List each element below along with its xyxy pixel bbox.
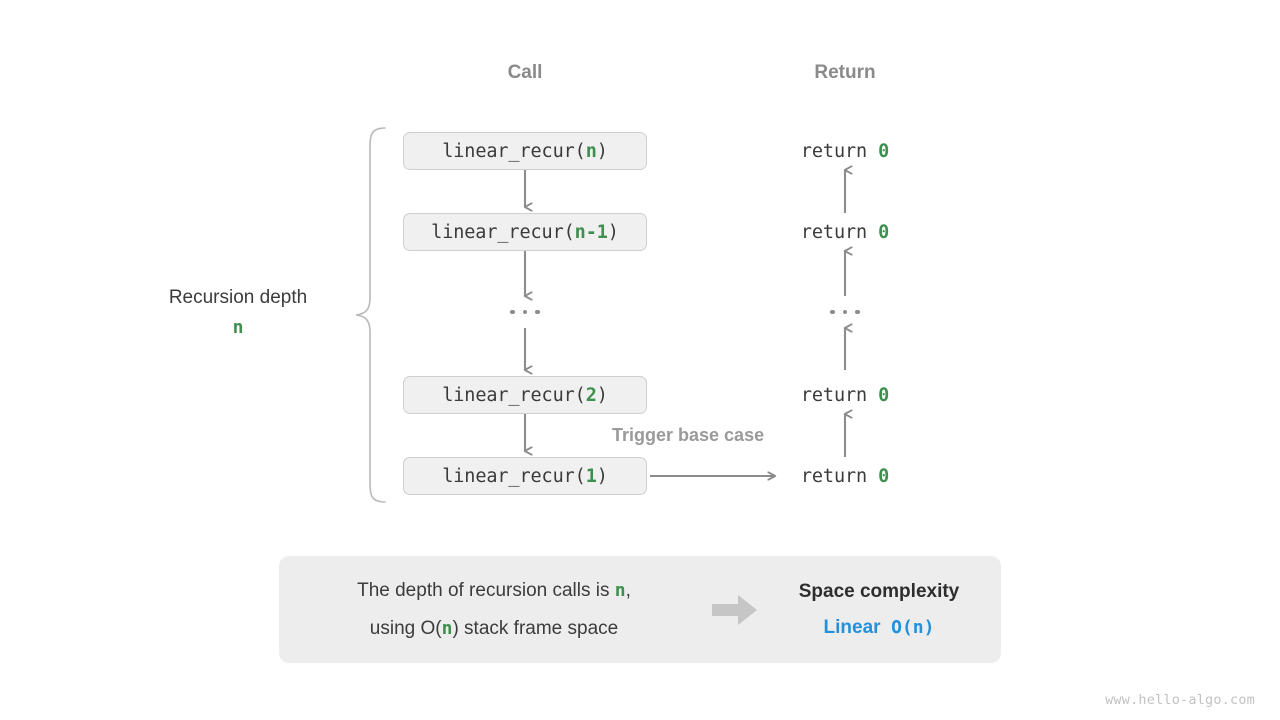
column-header-call: Call	[507, 62, 543, 83]
watermark: www.hello-algo.com	[1105, 692, 1255, 708]
summary-description: The depth of recursion calls is n, using…	[279, 572, 699, 646]
call-frame-code: linear_recur(2)	[442, 384, 608, 406]
call-frame-code: linear_recur(1)	[442, 465, 608, 487]
recursion-depth-value: n	[232, 317, 244, 339]
return-statement: return 0	[723, 132, 967, 170]
return-ellipsis	[723, 302, 967, 322]
summary-arrow-wrap	[699, 594, 771, 626]
return-statement: return 0	[723, 213, 967, 251]
return-statement-code: return 0	[800, 140, 890, 162]
space-complexity-title: Space complexity	[798, 580, 960, 602]
return-statement-code: return 0	[800, 384, 890, 406]
dot-icon	[535, 309, 540, 315]
summary-panel: The depth of recursion calls is n, using…	[279, 556, 1001, 663]
call-frame-box[interactable]: linear_recur(2)	[403, 376, 647, 414]
summary-line-2: using O(n) stack frame space	[369, 617, 619, 639]
recursion-depth-label: Recursion depth	[168, 287, 308, 308]
call-frame-box[interactable]: linear_recur(n-1)	[403, 213, 647, 251]
dot-icon	[830, 309, 835, 315]
call-frame-code: linear_recur(n)	[442, 140, 608, 162]
summary-line-1: The depth of recursion calls is n,	[357, 580, 631, 602]
right-block-arrow-icon	[712, 594, 757, 625]
dot-icon	[522, 309, 528, 315]
return-statement-code: return 0	[800, 221, 890, 243]
summary-result: Space complexity Linear O(n)	[771, 575, 1001, 645]
call-frame-code: linear_recur(n-1)	[431, 221, 619, 243]
space-complexity-value: Linear O(n)	[823, 617, 935, 638]
call-frame-box[interactable]: linear_recur(1)	[403, 457, 647, 495]
return-statement: return 0	[723, 457, 967, 495]
trigger-base-case-label: Trigger base case	[612, 425, 765, 445]
recursion-depth-annotation: Recursion depth n	[120, 283, 356, 342]
dot-icon	[510, 309, 515, 315]
curly-brace-icon	[355, 127, 386, 503]
dot-icon	[842, 309, 848, 315]
return-statement: return 0	[723, 376, 967, 414]
return-statement-code: return 0	[800, 465, 890, 487]
call-frame-box[interactable]: linear_recur(n)	[403, 132, 647, 170]
dot-icon	[855, 309, 860, 315]
call-ellipsis	[403, 302, 647, 322]
column-header-return: Return	[814, 62, 876, 83]
